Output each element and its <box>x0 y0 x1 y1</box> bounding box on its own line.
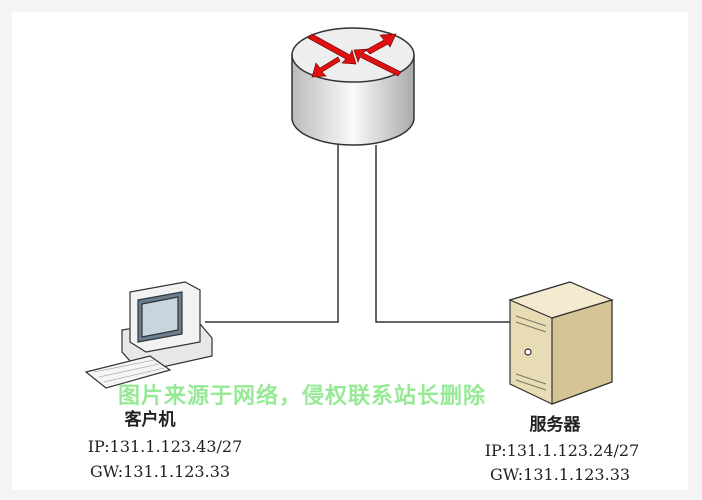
server-tower-icon <box>508 281 614 405</box>
server-ip: IP:131.1.123.24/27 <box>484 441 640 460</box>
link-router-server <box>375 145 512 323</box>
desktop-computer-icon <box>84 281 213 389</box>
client-ip: IP:131.1.123.43/27 <box>87 437 243 456</box>
links <box>205 145 512 323</box>
link-router-client <box>205 145 339 323</box>
server-gw: GW:131.1.123.33 <box>489 465 631 484</box>
client-gw: GW:131.1.123.33 <box>89 462 231 481</box>
watermark: 图片来源于网络，侵权联系站长删除 <box>118 384 487 409</box>
router-icon <box>291 27 415 146</box>
server-name: 服务器 <box>529 415 581 435</box>
client-name: 客户机 <box>124 410 176 430</box>
